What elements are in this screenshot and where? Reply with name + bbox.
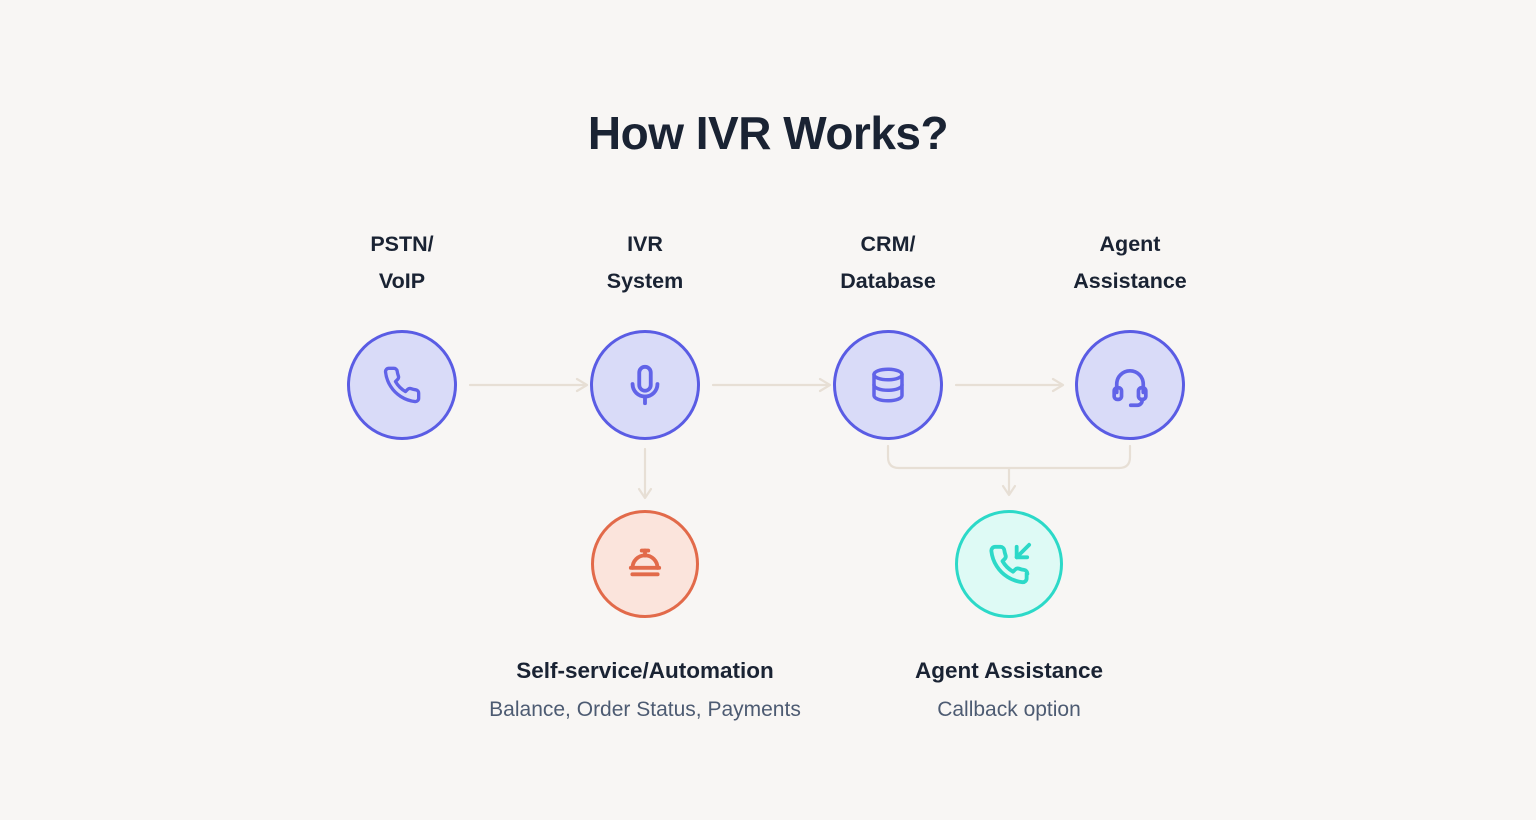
node-circle-crm-database — [833, 330, 943, 440]
merge-bracket-to-callback — [886, 444, 1132, 497]
outcome-subtitle-callback: Callback option — [937, 698, 1081, 721]
node-label-crm-database: CRM/ Database — [788, 226, 988, 300]
headset-icon — [1107, 362, 1153, 408]
incoming-call-icon — [986, 541, 1032, 587]
node-label-line: Assistance — [1073, 269, 1187, 293]
node-label-line: Agent — [1099, 232, 1161, 256]
flow-arrow-ivr-to-selfservice — [637, 447, 653, 500]
node-label-line: VoIP — [378, 269, 426, 293]
node-label-line: PSTN/ — [370, 232, 434, 256]
node-circle-ivr-system — [590, 330, 700, 440]
phone-icon — [382, 365, 422, 405]
outcome-circle-self-service — [591, 510, 699, 618]
node-label-line: IVR — [627, 232, 663, 256]
node-label-line: System — [606, 269, 684, 293]
node-circle-pstn-voip — [347, 330, 457, 440]
microphone-icon — [622, 362, 668, 408]
flow-arrow-ivr-to-crm — [711, 377, 832, 393]
flow-arrow-crm-to-agent — [954, 377, 1065, 393]
database-icon — [867, 364, 909, 406]
outcome-title-callback: Agent Assistance — [915, 658, 1103, 683]
outcome-title-self-service: Self-service/Automation — [516, 658, 774, 683]
outcome-circle-callback — [955, 510, 1063, 618]
page-title: How IVR Works? — [587, 107, 949, 159]
node-label-agent-assistance: Agent Assistance — [1030, 226, 1230, 300]
node-circle-agent-assistance — [1075, 330, 1185, 440]
node-label-line: CRM/ — [860, 232, 916, 256]
outcome-subtitle-self-service: Balance, Order Status, Payments — [489, 698, 801, 721]
flow-arrow-pstn-to-ivr — [468, 377, 589, 393]
node-label-line: Database — [840, 269, 936, 293]
node-label-pstn-voip: PSTN/ VoIP — [302, 226, 502, 300]
service-bell-icon — [622, 541, 668, 587]
node-label-ivr-system: IVR System — [545, 226, 745, 300]
